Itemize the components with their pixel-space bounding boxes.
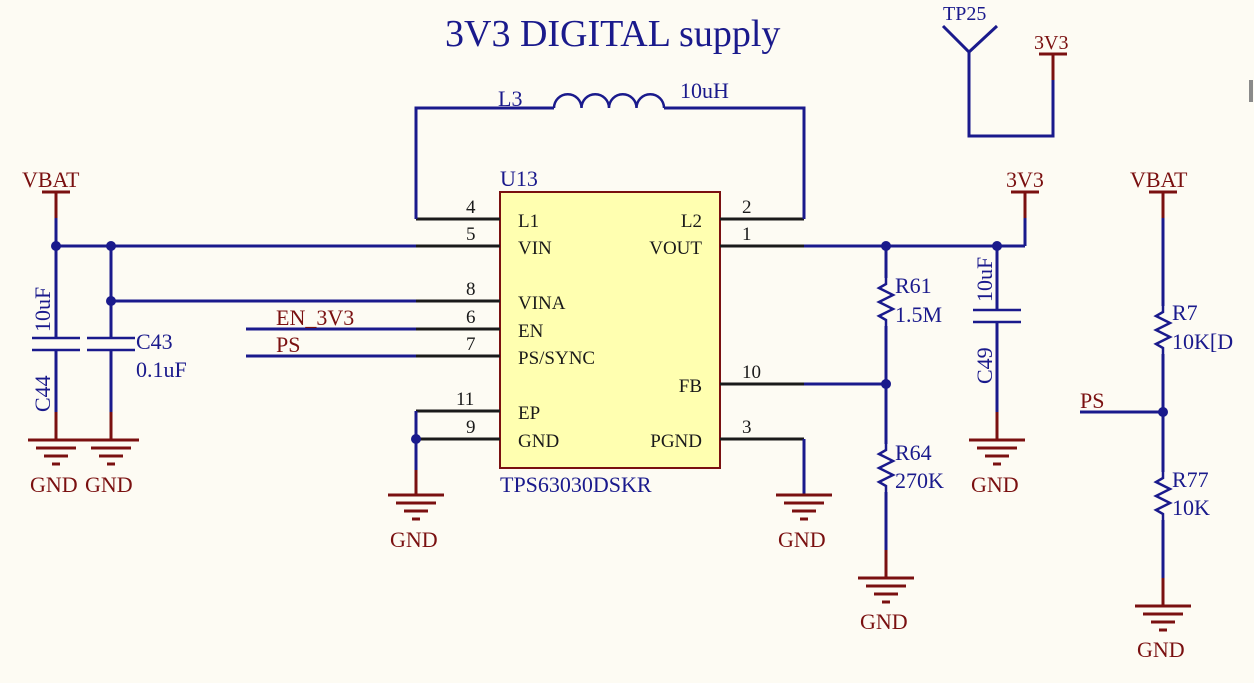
- net-ps-right-label[interactable]: PS: [1080, 388, 1104, 413]
- junction-dot: [881, 241, 891, 251]
- input-section: VBAT 10uF C44 C43 0.1uF: [22, 167, 416, 497]
- ic-ground-section: GND: [388, 411, 444, 552]
- gnd-label: GND: [85, 472, 133, 497]
- gnd-label: GND: [1137, 637, 1185, 662]
- r77-zigzag: [1153, 472, 1173, 520]
- c44-value: 10uF: [30, 287, 55, 332]
- c44-ref: C44: [30, 375, 55, 412]
- gnd-symbol-c43: GND: [83, 412, 139, 497]
- c49-ref: C49: [972, 347, 997, 384]
- ic-part: TPS63030DSKR: [500, 472, 652, 497]
- inductor-ref: L3: [498, 86, 522, 111]
- r64-zigzag: [876, 444, 896, 492]
- r7-ref: R7: [1172, 300, 1198, 325]
- c43-ref: C43: [136, 329, 173, 354]
- pin-name: VINA: [518, 293, 566, 314]
- scrollbar-thumb[interactable]: [1249, 80, 1253, 102]
- capacitor-c49[interactable]: 10uF C49: [972, 246, 1021, 412]
- r64-ref: R64: [895, 440, 932, 465]
- gnd-label: GND: [390, 527, 438, 552]
- capacitor-c43[interactable]: C43 0.1uF: [87, 301, 187, 412]
- vbat-right-label: VBAT: [1130, 167, 1188, 192]
- output-section: 3V3 R61 1.5M R64 270K GND: [804, 167, 1044, 634]
- junction-dot: [106, 296, 116, 306]
- r7-zigzag: [1153, 306, 1173, 354]
- net-en-label[interactable]: EN_3V3: [276, 305, 354, 330]
- junction-dot: [106, 241, 116, 251]
- inductor-value: 10uH: [680, 78, 729, 103]
- pin-num: 9: [466, 417, 476, 438]
- pin-num: 8: [466, 279, 476, 300]
- gnd-symbol-c49: GND: [969, 412, 1025, 497]
- ic-ref: U13: [500, 166, 538, 191]
- pin-num: 4: [466, 197, 476, 218]
- r64-value: 270K: [895, 468, 944, 493]
- c49-value: 10uF: [972, 257, 997, 302]
- pin-name: GND: [518, 431, 559, 452]
- gnd-label: GND: [860, 609, 908, 634]
- vbat-left-label: VBAT: [22, 167, 80, 192]
- ic-u13[interactable]: U13 TPS63030DSKR 4 5 8 6 7 11 9 L1 VIN V…: [416, 166, 804, 497]
- pin-num: 10: [742, 362, 761, 383]
- pin-num: 6: [466, 307, 476, 328]
- r61-value: 1.5M: [895, 302, 942, 327]
- wire-l2: [664, 106, 806, 219]
- r77-ref: R77: [1172, 467, 1209, 492]
- gnd-label: GND: [30, 472, 78, 497]
- inductor-coil: [552, 93, 666, 109]
- r61-zigzag: [876, 278, 896, 326]
- pin-name: PS/SYNC: [518, 348, 595, 369]
- pin-num: 1: [742, 224, 752, 245]
- resistor-r61[interactable]: R61 1.5M: [876, 273, 942, 327]
- capacitor-c44[interactable]: 10uF C44: [30, 246, 80, 412]
- r77-value: 10K: [1172, 495, 1210, 520]
- pin-num: 3: [742, 417, 752, 438]
- junction-dot: [1158, 407, 1168, 417]
- testpoint-tp25[interactable]: TP25 3V3: [941, 3, 1068, 138]
- sheet-title: 3V3 DIGITAL supply: [445, 13, 780, 55]
- ic-body: [499, 191, 721, 469]
- tp25-probe: [941, 24, 999, 55]
- pin-name: EN: [518, 321, 544, 342]
- r61-ref: R61: [895, 273, 932, 298]
- junction-dot: [881, 379, 891, 389]
- pin-name: VIN: [518, 238, 552, 259]
- junction-dot: [992, 241, 1002, 251]
- tp25-ref: TP25: [943, 3, 986, 25]
- junction-dot: [411, 434, 421, 444]
- resistor-r77[interactable]: R77 10K: [1153, 467, 1210, 520]
- inductor-l3[interactable]: L3 10uH: [414, 78, 806, 219]
- resistor-r64[interactable]: R64 270K: [876, 440, 944, 493]
- gnd-label: GND: [971, 472, 1019, 497]
- pin-num: 5: [466, 224, 476, 245]
- tp-3v3-label: 3V3: [1034, 32, 1068, 54]
- r7-value: 10K[D: [1172, 329, 1233, 354]
- gnd-symbol-r64: GND: [858, 550, 914, 634]
- pin-name: EP: [518, 403, 540, 424]
- pin-name: L2: [681, 211, 702, 232]
- pin-name: VOUT: [649, 238, 702, 259]
- pin-num: 11: [456, 389, 474, 410]
- pin-name: L1: [518, 211, 539, 232]
- pin-num: 2: [742, 197, 752, 218]
- pin-name: FB: [679, 376, 702, 397]
- pgnd-ground-section: GND: [776, 439, 832, 552]
- gnd-label: GND: [778, 527, 826, 552]
- resistor-r7[interactable]: R7 10K[D: [1153, 300, 1233, 354]
- net-ps-label[interactable]: PS: [276, 332, 300, 357]
- tp25-wire: [967, 52, 1055, 138]
- pin-num: 7: [466, 334, 476, 355]
- c43-value: 0.1uF: [136, 357, 187, 382]
- wire-l1: [414, 106, 554, 219]
- ps-divider-section: VBAT R7 10K[D PS R77 10K GND: [1080, 167, 1233, 662]
- junction-dot: [51, 241, 61, 251]
- pin-name: PGND: [650, 431, 702, 452]
- gnd-symbol-c44: GND: [28, 412, 84, 497]
- net-3v3-label: 3V3: [1006, 167, 1044, 192]
- gnd-symbol-r77: GND: [1135, 578, 1191, 662]
